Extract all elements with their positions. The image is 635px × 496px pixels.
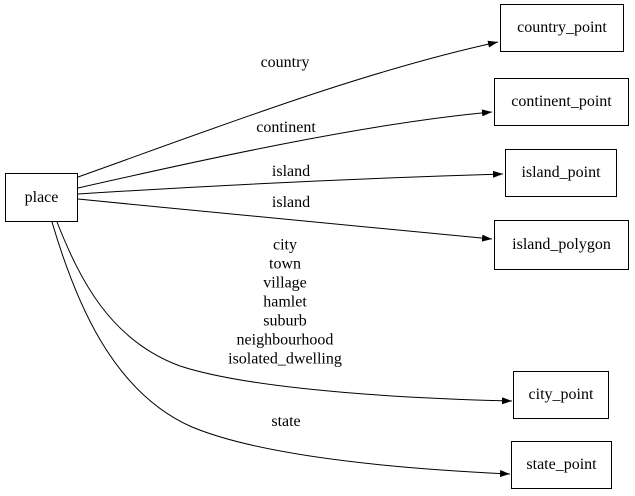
node-state-point: state_point xyxy=(511,441,612,489)
edge-label-island-point: island xyxy=(271,163,311,180)
edge-label-town: town xyxy=(268,255,301,273)
edge-place-continent-point xyxy=(77,109,493,189)
edge-label-city: city xyxy=(272,236,297,254)
node-city-point: city_point xyxy=(513,371,609,419)
edge-place-country-point xyxy=(77,40,499,178)
edge-label-hamlet: hamlet xyxy=(263,293,307,311)
edge-label-city-group: city town village hamlet suburb neighbou… xyxy=(228,236,342,369)
edge-label-country: country xyxy=(260,54,310,71)
edge-place-state-point xyxy=(51,221,511,478)
edge-place-city-point xyxy=(56,221,513,405)
node-country-point: country_point xyxy=(500,4,624,52)
edge-label-neighbourhood: neighbourhood xyxy=(236,331,334,349)
edge-label-island-polygon: island xyxy=(271,194,311,211)
edge-label-continent: continent xyxy=(256,119,316,136)
node-place: place xyxy=(5,173,78,222)
edge-place-island-polygon xyxy=(77,198,493,242)
node-continent-point: continent_point xyxy=(494,78,629,126)
edge-label-state: state xyxy=(271,413,301,430)
edge-label-suburb: suburb xyxy=(263,312,307,330)
edge-label-isolated-dwelling: isolated_dwelling xyxy=(228,350,342,368)
node-island-polygon: island_polygon xyxy=(494,220,629,270)
edge-label-village: village xyxy=(263,274,307,292)
edge-place-island-point xyxy=(77,170,504,195)
node-island-point: island_point xyxy=(505,149,617,197)
